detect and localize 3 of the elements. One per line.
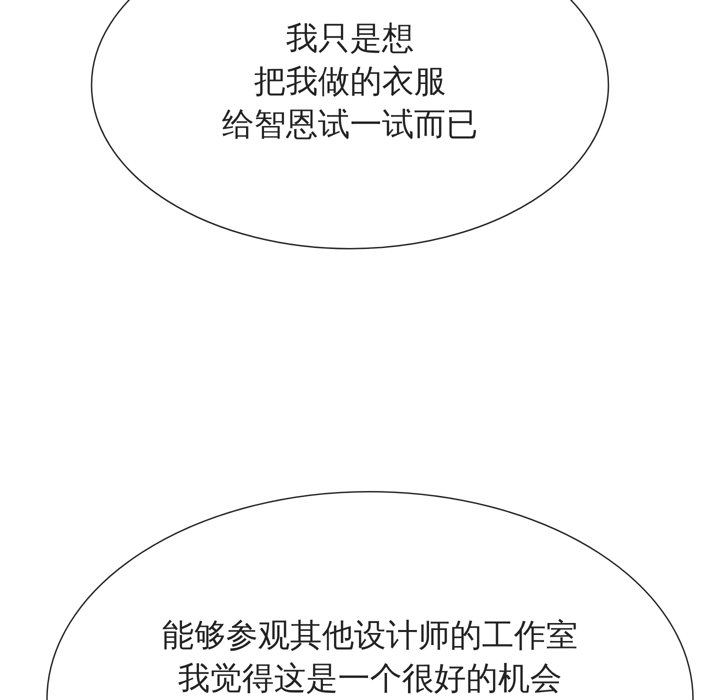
speech-bubble — [90, 0, 610, 250]
speech-text: 能够参观其他设计师的工作室我觉得这是一个很好的机会 — [162, 615, 578, 699]
speech-text: 我只是想把我做的衣服给智恩试一试而已 — [222, 18, 478, 145]
